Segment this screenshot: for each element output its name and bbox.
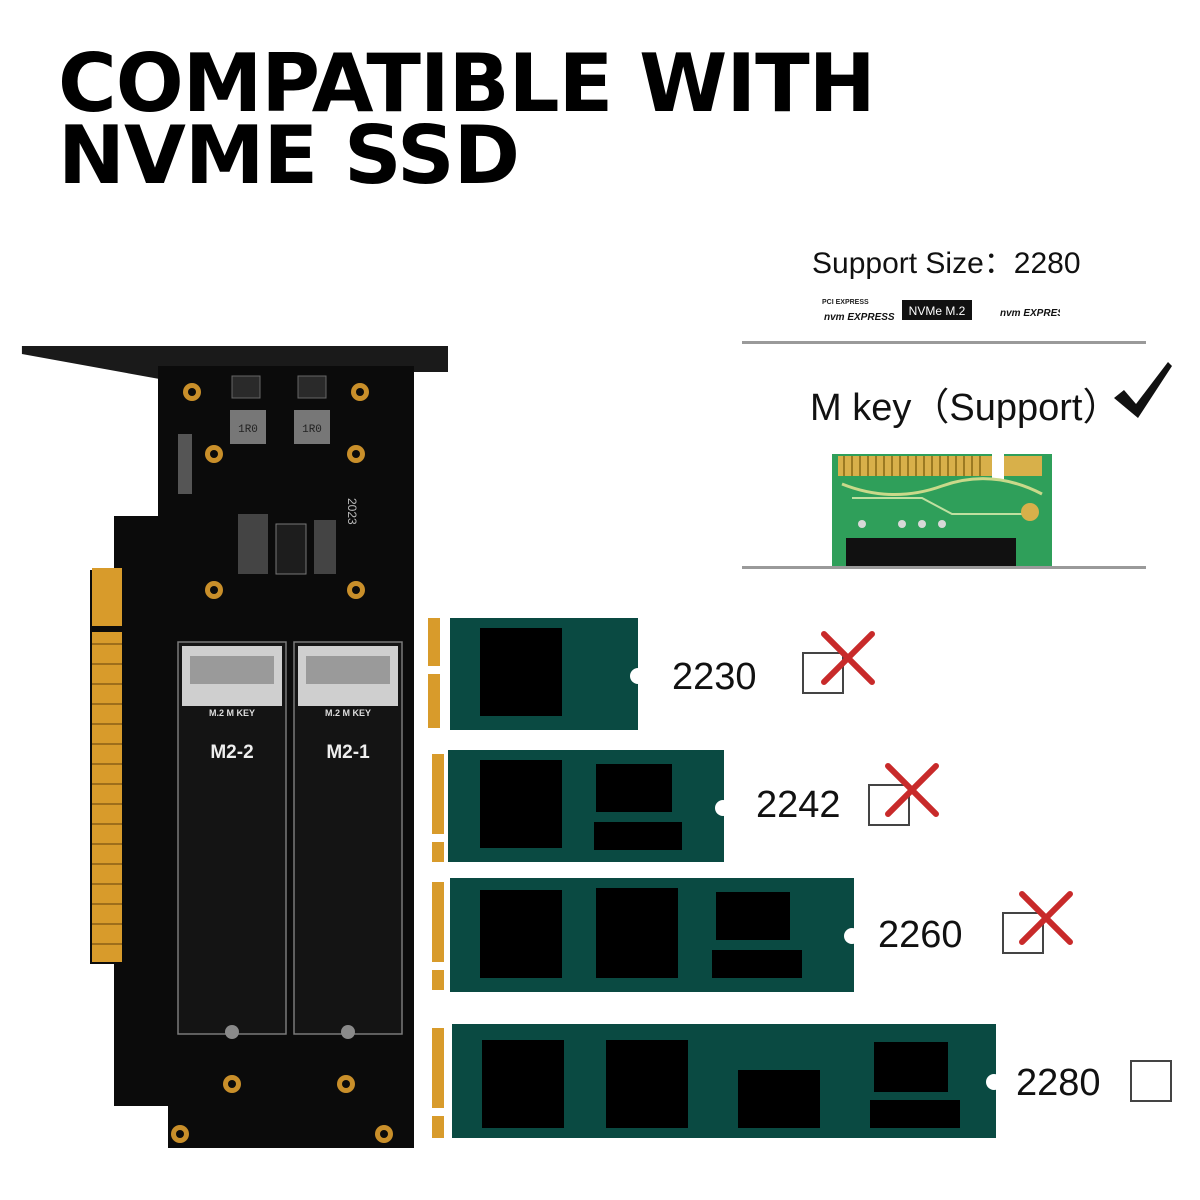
check-icon — [1114, 362, 1172, 418]
slot-key-label-right: M.2 M KEY — [325, 708, 371, 718]
slot-label-m2-1: M2-1 — [326, 742, 370, 763]
ssd-2280-graphic — [428, 1024, 998, 1138]
ssd-2242-graphic — [428, 750, 726, 862]
size-label-2280: 2280 — [1016, 1062, 1101, 1104]
ssd-2260-graphic — [428, 878, 856, 992]
nvm-logo-text-a: nvm EXPRESS — [824, 312, 895, 323]
nvm-express-logo: nvm EXPRESS — [1000, 308, 1060, 319]
size-label-2230: 2230 — [672, 656, 757, 698]
inductor-label-1: 1R0 — [238, 424, 258, 436]
nvme-m2-logo-text: NVMe M.2 — [909, 304, 966, 318]
size-label-2260: 2260 — [878, 914, 963, 956]
checkbox-2242 — [868, 784, 910, 826]
x-mark-icon-2260 — [1019, 891, 1073, 945]
divider-bottom — [742, 566, 1146, 569]
nvme-m2-logo: NVMe M.2 — [902, 300, 972, 320]
checkbox-2280 — [1130, 1060, 1172, 1102]
gold-fingers — [843, 456, 981, 476]
headline: COMPATIBLE WITH NVME SSD — [58, 37, 876, 202]
slot-key-label-left: M.2 M KEY — [209, 708, 255, 718]
headline-line-1: COMPATIBLE WITH — [58, 37, 876, 130]
m2-slot-right: M.2 M KEY M2-1 — [293, 641, 403, 1039]
headline-line-2: NVME SSD — [58, 109, 520, 202]
nvm-logo-text-b: nvm EXPRESS — [1000, 308, 1060, 319]
m2-slot-left: M.2 M KEY M2-2 — [177, 641, 287, 1039]
power-components: 1R0 1R0 2023 — [178, 375, 359, 575]
divider-top — [742, 341, 1146, 344]
pci-logo-text: PCI EXPRESS — [822, 299, 869, 306]
size-label-2242: 2242 — [756, 784, 841, 826]
support-size-text: Support Size：2280 — [812, 247, 1081, 280]
checkbox-2260 — [1002, 912, 1044, 954]
pci-express-logo: PCI EXPRESS nvm EXPRESS — [822, 299, 895, 323]
ssd-2230-graphic — [428, 618, 640, 730]
pcie-adapter-card: 1R0 1R0 2023 M.2 M KEY M2-2 M.2 M KEY M2… — [21, 346, 448, 1148]
slot-label-m2-2: M2-2 — [210, 742, 253, 763]
pcie-gold-connector — [92, 568, 122, 962]
m-key-connector-image — [832, 454, 1052, 566]
x-mark-icon-2230 — [821, 631, 875, 685]
inductor-label-2: 1R0 — [302, 424, 322, 436]
protocol-logos: PCI EXPRESS nvm EXPRESS NVMe M.2 nvm EXP… — [822, 299, 1060, 323]
m-key-support-text: M key（Support） — [810, 387, 1121, 429]
silk-year: 2023 — [345, 498, 359, 525]
x-mark-icon-2242 — [885, 763, 939, 817]
